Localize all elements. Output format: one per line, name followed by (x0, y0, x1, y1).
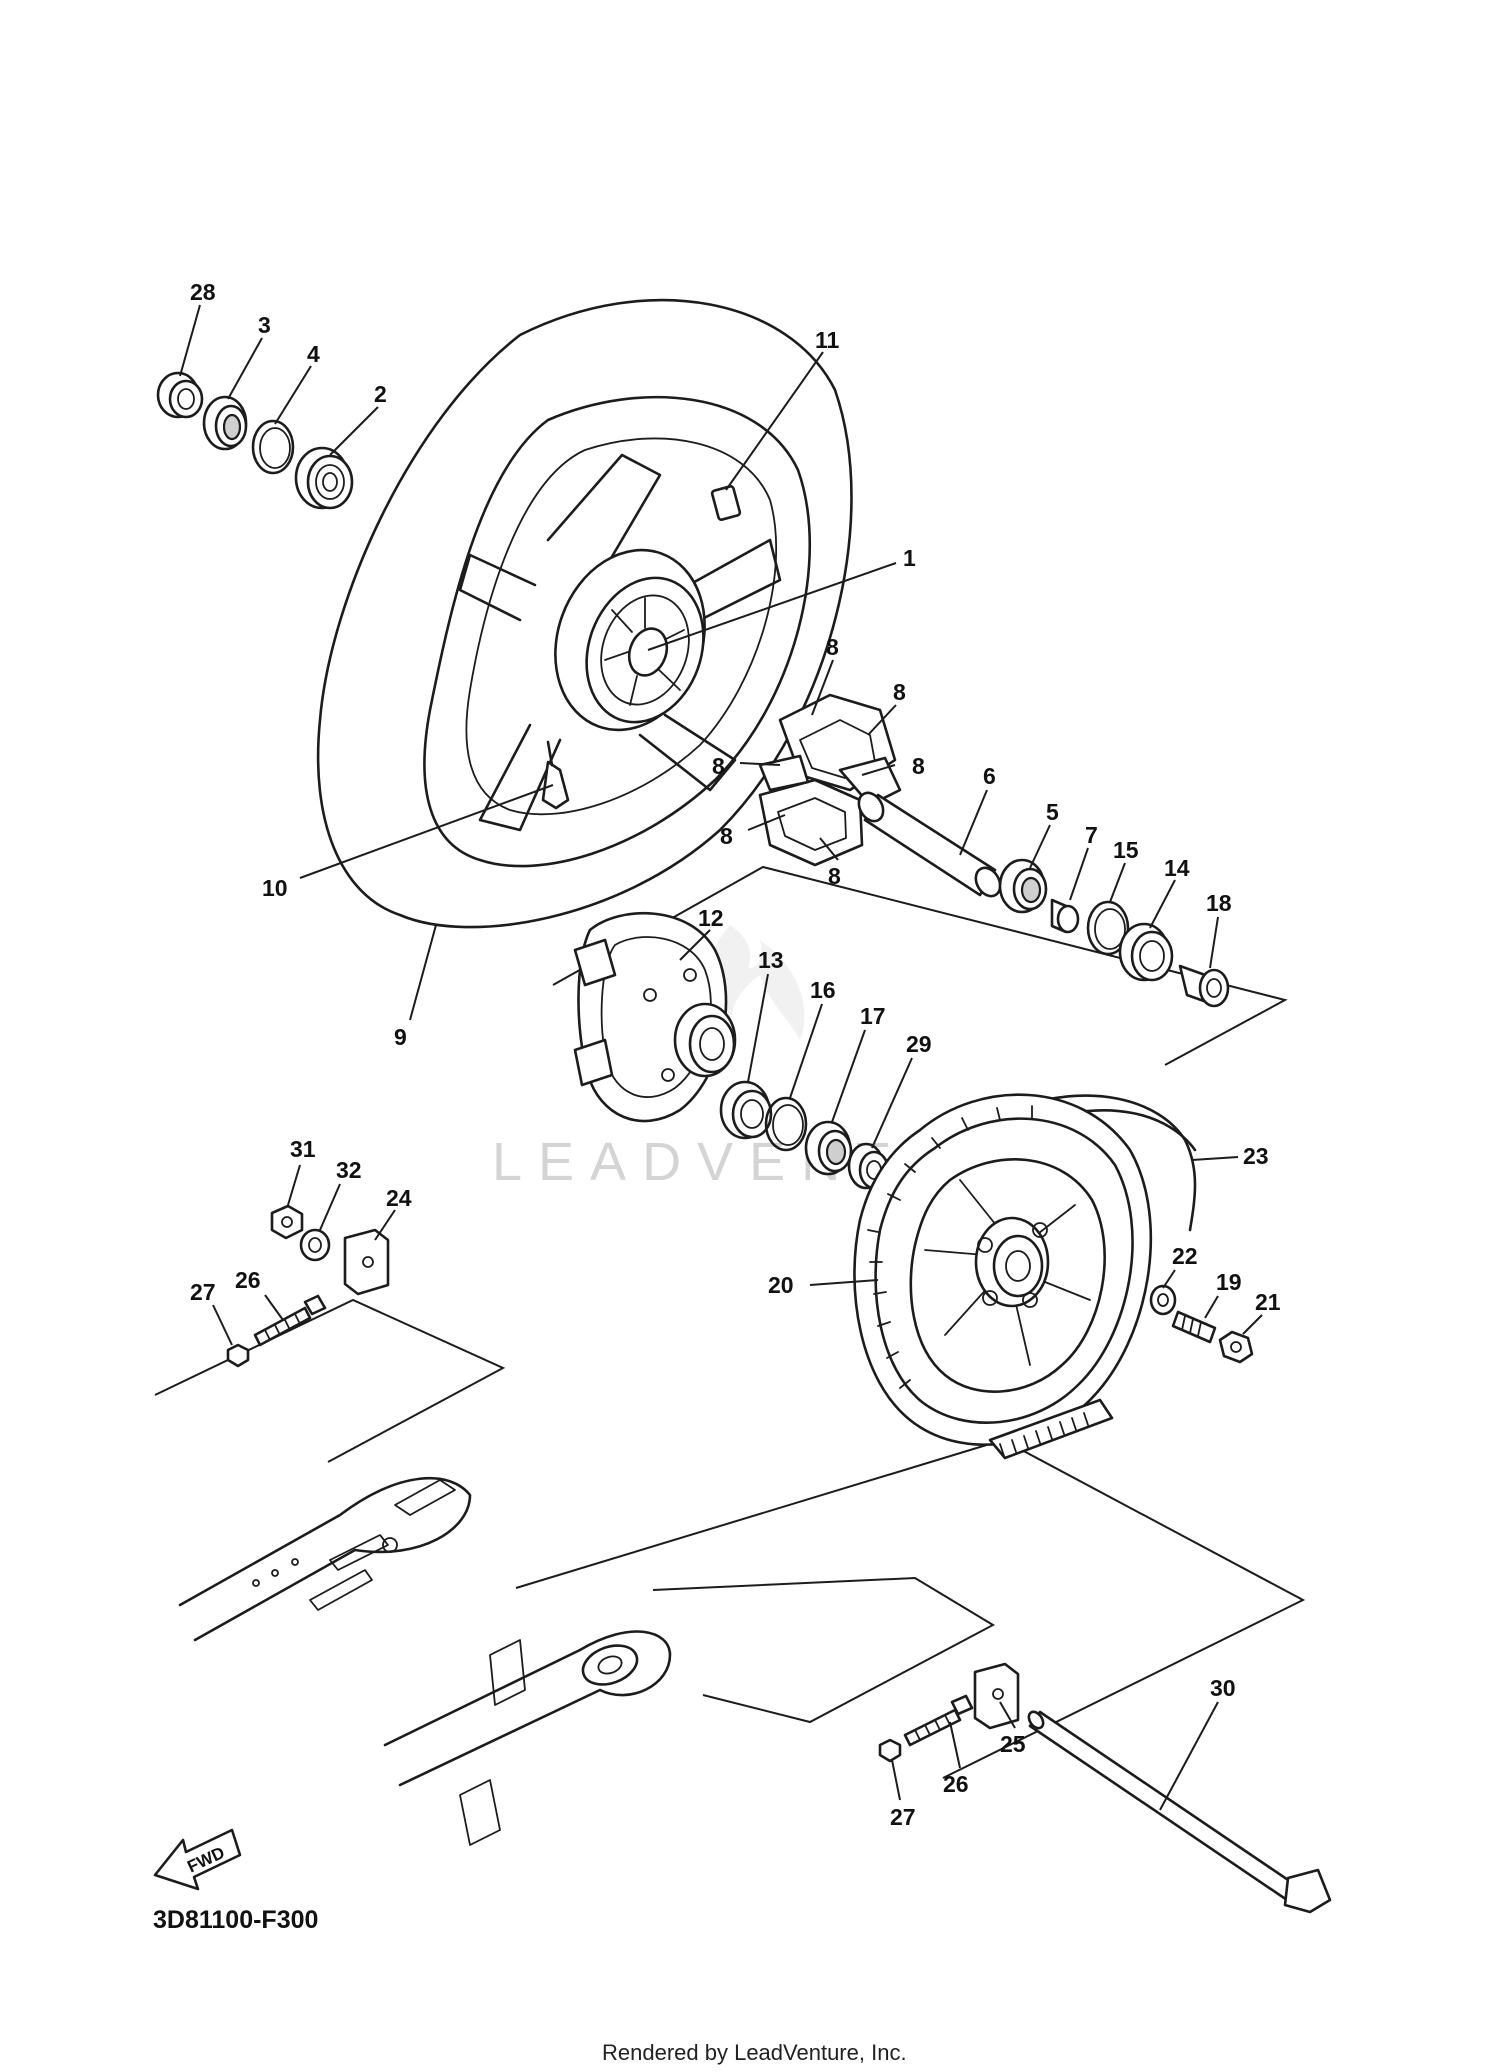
callout-27: 27 (190, 1279, 216, 1305)
callout-labels: 28 3 4 2 11 1 8 8 8 8 8 8 6 5 7 15 14 18… (190, 279, 1281, 1830)
callout-8: 8 (912, 753, 925, 779)
callout-1: 1 (903, 545, 916, 571)
callout-13: 13 (758, 947, 784, 973)
callout-24: 24 (386, 1185, 412, 1211)
callout-19: 19 (1216, 1269, 1242, 1295)
callout-30: 30 (1210, 1675, 1236, 1701)
leader-lines (179, 304, 1263, 1811)
callout-16: 16 (810, 977, 836, 1003)
diagram-code: 3D81100-F300 (153, 1906, 318, 1934)
callout-8: 8 (826, 634, 839, 660)
callout-11: 11 (815, 327, 840, 353)
callout-10: 10 (262, 875, 288, 901)
callout-31: 31 (290, 1136, 316, 1162)
callout-25: 25 (1000, 1731, 1026, 1757)
callout-29: 29 (906, 1031, 932, 1057)
right-adjuster-and-axle (878, 1662, 1332, 1914)
callout-22: 22 (1172, 1243, 1198, 1269)
left-bearing-stack (156, 371, 354, 510)
callout-20: 20 (768, 1272, 794, 1298)
callout-2: 2 (374, 381, 387, 407)
clutch-hub-stack (573, 912, 890, 1190)
callout-23: 23 (1243, 1143, 1269, 1169)
callout-9: 9 (394, 1024, 407, 1050)
callout-12: 12 (698, 905, 724, 931)
callout-8: 8 (720, 823, 733, 849)
rendered-by-credit: Rendered by LeadVenture, Inc. (602, 2040, 907, 2065)
callout-6: 6 (983, 763, 996, 789)
callout-32: 32 (336, 1157, 362, 1183)
callout-3: 3 (258, 312, 271, 338)
callout-15: 15 (1113, 837, 1139, 863)
tire-9 (316, 298, 853, 929)
callout-27: 27 (890, 1804, 916, 1830)
fwd-arrow-icon: FWD (153, 1828, 242, 1891)
callout-18: 18 (1206, 890, 1232, 916)
callout-28: 28 (190, 279, 216, 305)
damper-rubbers (758, 693, 902, 867)
callout-26: 26 (943, 1771, 969, 1797)
rear-wheel (316, 298, 853, 929)
callout-14: 14 (1164, 855, 1190, 881)
pulley-fasteners (1149, 1284, 1254, 1364)
callout-8: 8 (893, 679, 906, 705)
pulley-and-belt (853, 1093, 1197, 1460)
callout-26: 26 (235, 1267, 261, 1293)
callout-21: 21 (1255, 1289, 1281, 1315)
swingarm-right (383, 1630, 672, 1846)
callout-8: 8 (828, 863, 841, 889)
right-axle-stack (857, 791, 1230, 1008)
callout-7: 7 (1085, 822, 1098, 848)
callout-5: 5 (1046, 799, 1059, 825)
left-adjuster (226, 1204, 390, 1368)
callout-4: 4 (307, 341, 320, 367)
swingarm-left (178, 1477, 472, 1642)
callout-17: 17 (860, 1003, 886, 1029)
callout-8: 8 (712, 753, 725, 779)
